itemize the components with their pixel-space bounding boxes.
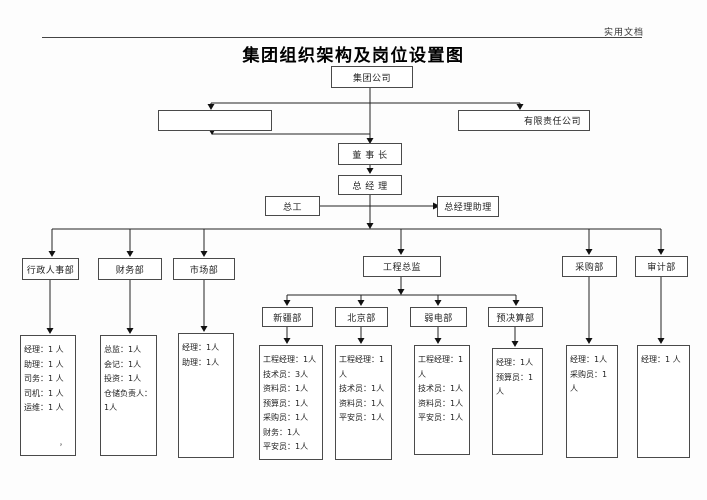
staff-line: 投资：1人 — [104, 374, 142, 383]
staff-box-audit: 经理：1 人 — [637, 345, 690, 458]
staff-line: 平安员：1人 — [339, 413, 385, 422]
staff-line: 预算员：1 人 — [496, 372, 534, 397]
staff-line: 会记：1人 — [104, 359, 142, 369]
staff-line: 司机：1 人 — [24, 388, 64, 398]
staff-line: 平安员：1人 — [418, 413, 464, 422]
staff-line: 经理：1人 — [182, 343, 220, 352]
staff-box-budget: 经理：1人 预算员：1 人 — [492, 348, 543, 455]
node-eng-director: 工程总监 — [363, 256, 441, 277]
staff-line: 资料员：1人 — [339, 398, 385, 408]
header-rule — [42, 37, 642, 38]
staff-box-finance: 总监：1人 会记：1人 投资：1人 仓储负责人：1人 — [100, 335, 157, 456]
staff-line: 经理：1 人 — [641, 355, 681, 364]
node-finance-dept: 财务部 — [98, 258, 162, 280]
staff-line: 采购员：1人 — [263, 413, 309, 422]
staff-box-weak-current: 工程经理：1人 技术员：1人 资料员：1人 平安员：1人 — [414, 345, 470, 455]
staff-line: 资料员：1人 — [263, 384, 309, 393]
staff-box-purchasing: 经理：1人 采购员：1 人 — [566, 345, 618, 458]
node-left-subsidiary — [158, 110, 272, 131]
staff-line: 财务：1人 — [263, 427, 301, 437]
node-company: 集团公司 — [331, 66, 413, 88]
staff-box-beijing: 工程经理：1人 技术员：1人 资料员：1人 平安员：1人 — [335, 345, 392, 460]
staff-line: 技术员：1人 — [339, 384, 385, 393]
staff-line: 工程经理：1人 — [263, 355, 317, 364]
node-right-subsidiary: 有限责任公司 — [458, 110, 590, 131]
staff-line: 平安员：1人 — [263, 442, 309, 451]
staff-line: 运维：1 人 — [24, 403, 64, 412]
staff-line: 经理：1 人 — [24, 345, 64, 354]
node-admin-hr-dept: 行政人事部 — [22, 258, 79, 280]
staff-line: 工程经理：1人 — [339, 355, 385, 379]
staff-box-xinjiang: 工程经理：1人 技术员：3人 资料员：1人 预算员：1人 采购员：1人 财务：1… — [259, 345, 323, 460]
page-title: 集团组织架构及岗位设置图 — [242, 46, 465, 66]
node-chairman: 董 事 长 — [338, 143, 402, 165]
staff-line: 技术员：1人 — [418, 384, 464, 393]
node-budget-dept: 预决算部 — [488, 307, 543, 327]
node-gm-assistant: 总经理助理 — [437, 196, 499, 217]
node-xinjiang-dept: 新疆部 — [262, 307, 313, 327]
node-weak-current-dept: 弱电部 — [410, 307, 467, 327]
staff-line: 司务：1 人 — [24, 374, 64, 383]
staff-box-market: 经理：1人 助理：1人 — [178, 333, 234, 458]
node-audit-dept: 审计部 — [635, 256, 688, 277]
staff-line: 助理：1 人 — [24, 359, 64, 369]
watermark-text: 实用文档 — [603, 28, 644, 38]
staff-line: 助理：1人 — [182, 357, 220, 367]
staff-line: 总监：1人 — [104, 345, 142, 354]
staff-box-admin-hr: 经理：1 人 助理：1 人 司务：1 人 司机：1 人 运维：1 人 ， — [20, 335, 76, 456]
staff-line: 技术员：3人 — [263, 369, 309, 379]
staff-line: 经理：1人 — [496, 358, 534, 367]
node-general-manager: 总 经 理 — [338, 175, 402, 195]
staff-line: 经理：1人 — [570, 355, 608, 364]
node-chief-engineer: 总工 — [265, 196, 320, 216]
staff-line: 预算员：1人 — [263, 398, 309, 408]
node-beijing-dept: 北京部 — [335, 307, 388, 327]
node-purchasing-dept: 采购部 — [562, 256, 617, 277]
staff-line: 工程经理：1人 — [418, 355, 464, 379]
stray-mark: ， — [59, 438, 67, 447]
staff-line: 采购员：1 人 — [570, 369, 608, 394]
staff-line: 仓储负责人：1人 — [104, 388, 152, 413]
staff-line: 资料员：1人 — [418, 398, 464, 408]
node-market-dept: 市场部 — [173, 258, 235, 280]
